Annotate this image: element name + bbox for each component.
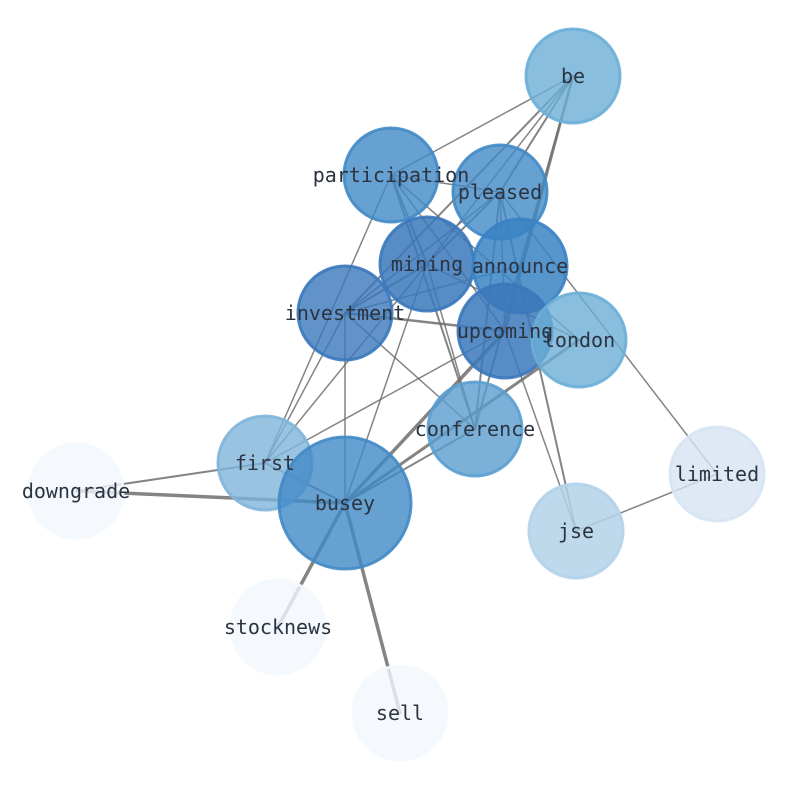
node-label-mining: mining: [391, 252, 463, 276]
node-label-stocknews: stocknews: [224, 615, 332, 639]
node-label-pleased: pleased: [458, 180, 542, 204]
node-label-limited: limited: [675, 462, 759, 486]
node-busey[interactable]: [277, 435, 413, 571]
node-be[interactable]: [524, 27, 622, 125]
node-circle-sell: [351, 664, 449, 762]
node-downgrade[interactable]: [27, 442, 125, 540]
node-label-london: london: [543, 328, 615, 352]
node-london[interactable]: [530, 291, 628, 389]
node-circle-investment: [296, 264, 394, 362]
node-circle-participation: [342, 126, 440, 224]
node-stocknews[interactable]: [229, 578, 327, 676]
node-label-first: first: [235, 451, 295, 475]
node-label-investment: investment: [285, 301, 405, 325]
node-jse[interactable]: [527, 482, 625, 580]
node-circle-be: [524, 27, 622, 125]
node-label-downgrade: downgrade: [22, 479, 130, 503]
node-participation[interactable]: [342, 126, 440, 224]
node-circle-london: [530, 291, 628, 389]
node-circle-jse: [527, 482, 625, 580]
node-conference[interactable]: [426, 380, 524, 478]
node-circle-limited: [668, 425, 766, 523]
node-label-busey: busey: [315, 491, 375, 515]
node-label-sell: sell: [376, 701, 424, 725]
node-label-jse: jse: [558, 519, 594, 543]
node-limited[interactable]: [668, 425, 766, 523]
node-label-conference: conference: [415, 417, 535, 441]
node-circle-conference: [426, 380, 524, 478]
node-circle-busey: [277, 435, 413, 571]
node-investment[interactable]: [296, 264, 394, 362]
node-label-upcoming: upcoming: [457, 319, 553, 343]
node-label-announce: announce: [472, 254, 568, 278]
node-sell[interactable]: [351, 664, 449, 762]
node-circle-stocknews: [229, 578, 327, 676]
node-label-be: be: [561, 64, 585, 88]
node-circle-downgrade: [27, 442, 125, 540]
node-label-participation: participation: [313, 163, 470, 187]
